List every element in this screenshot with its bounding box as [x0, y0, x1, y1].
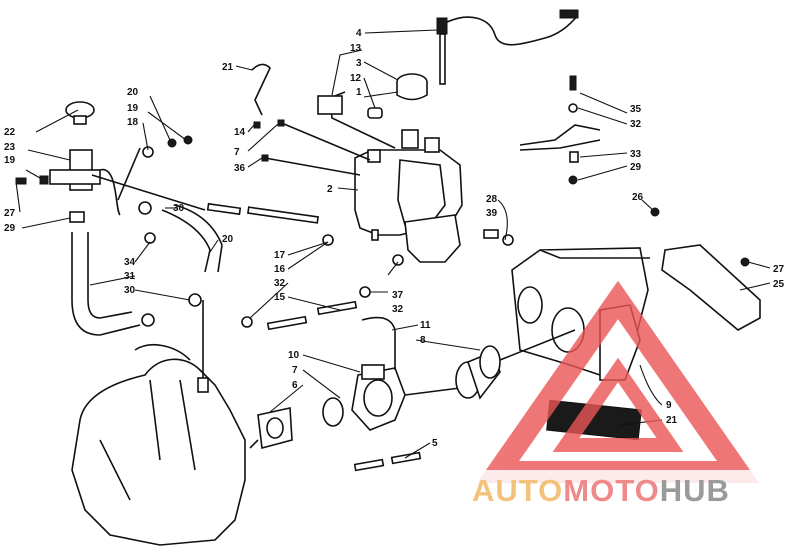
intake-flange: [249, 397, 344, 450]
callout-30-mid: 30: [173, 203, 185, 214]
callout-19-left: 19: [4, 155, 16, 166]
callout-17: 17: [274, 250, 286, 261]
callout-27-top: 26: [632, 192, 644, 203]
oil-tank: [354, 129, 463, 263]
callout-1: 1: [356, 87, 362, 98]
callout-18: 18: [127, 117, 139, 128]
callout-32-left: 32: [274, 278, 286, 289]
callout-30-low: 30: [124, 285, 136, 296]
callout-7: 7: [292, 365, 298, 376]
watermark-auto: AUTO: [472, 473, 563, 508]
engine-block: [71, 300, 246, 546]
tank-bolts: [253, 119, 371, 176]
callout-3: 3: [356, 58, 362, 69]
airbox-fasteners: [519, 75, 750, 267]
callout-27-right: 27: [773, 264, 785, 275]
callout-7-small: 7: [234, 147, 240, 158]
watermark-moto: MOTO: [563, 473, 659, 508]
watermark-wordmark: AUTOMOTOHUB: [472, 473, 730, 508]
carburetor: [351, 364, 461, 431]
callout-16: 16: [274, 264, 286, 275]
cap-gasket: [367, 107, 383, 119]
callout-10: 10: [288, 350, 300, 361]
callout-38: 36: [234, 163, 246, 174]
callout-14: 14: [234, 127, 246, 138]
callout-32-right: 32: [392, 304, 404, 315]
callout-6: 6: [292, 380, 298, 391]
clamps: [138, 201, 514, 328]
watermark-triangle-inner: [552, 357, 684, 452]
watermark-backdrop: [470, 470, 795, 506]
level-sensor: [436, 9, 579, 85]
callout-33: 32: [630, 119, 642, 130]
mounting-bracket: [317, 91, 396, 149]
leader-lines: [15, 29, 771, 459]
callout-37: 35: [630, 104, 642, 115]
callout-11: 11: [420, 320, 431, 331]
callout-24: 22: [4, 127, 16, 138]
radiator-cap: [65, 101, 95, 125]
carb-boot: [455, 329, 576, 400]
callout-13: 13: [350, 43, 362, 54]
callout-29-tank: 28: [486, 194, 498, 205]
callout-20: 20: [127, 87, 139, 98]
t-fitting: [15, 149, 206, 223]
filler-cap: [396, 73, 428, 101]
callout-39: 39: [486, 208, 498, 219]
callout-25: 23: [4, 142, 16, 153]
callout-31: 31: [124, 271, 136, 282]
callout-12: 12: [350, 73, 362, 84]
callout-15: 15: [274, 292, 286, 303]
water-pipes: [71, 135, 223, 336]
callout-23: 21: [222, 62, 234, 73]
callout-35: 34: [124, 257, 136, 268]
callout-21: 20: [222, 234, 234, 245]
callout-8: 8: [420, 335, 426, 346]
callout-34: 33: [630, 149, 642, 160]
callout-28: 27: [4, 208, 16, 219]
callout-2: 2: [327, 184, 333, 195]
callout-9: 9: [666, 400, 672, 411]
callout-22: 21: [666, 415, 678, 426]
callout-26: 25: [773, 279, 785, 290]
callout-numbers: 4 13 3 12 1 21 14 7 36 2 28 39 35 32 33 …: [4, 28, 785, 449]
callout-4: 4: [356, 28, 362, 39]
callout-30-left: 29: [4, 223, 16, 234]
airbox-cover: [661, 244, 761, 331]
callout-36: 37: [392, 290, 404, 301]
fuel-lines: [206, 202, 499, 472]
watermark-hub: HUB: [660, 473, 730, 508]
callout-19-mid: 19: [127, 103, 139, 114]
callout-5: 5: [432, 438, 438, 449]
callout-29-box: 29: [630, 162, 642, 173]
vent-hose: [251, 63, 271, 116]
